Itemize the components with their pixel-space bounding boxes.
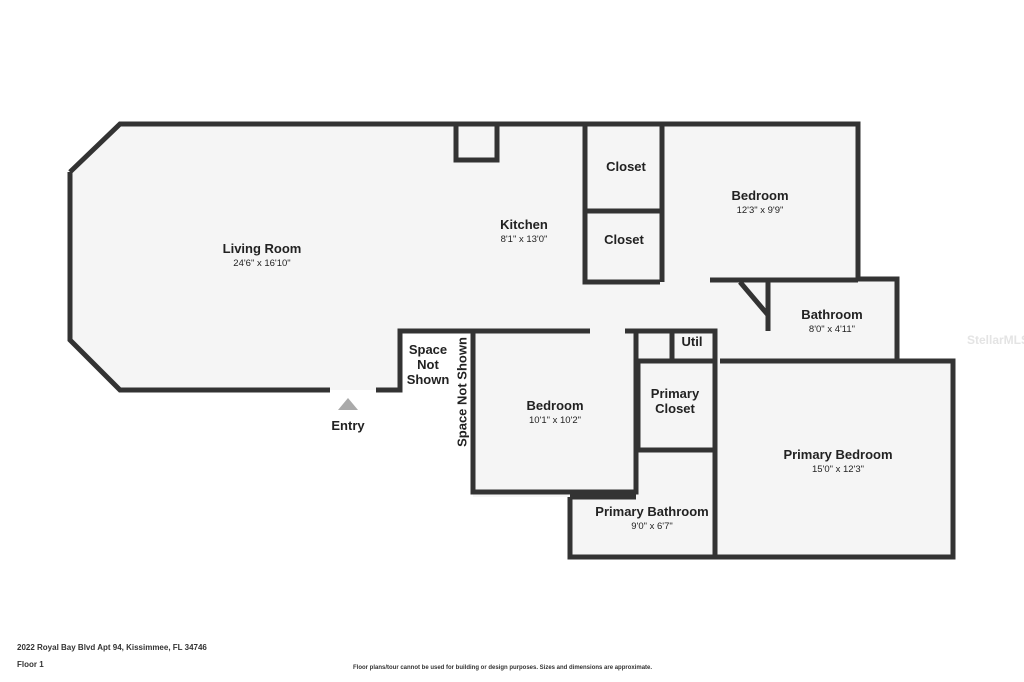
room-util: Util	[681, 334, 703, 349]
disclaimer: Floor plans/tour cannot be used for buil…	[353, 665, 653, 671]
room-space-not-shown: Space Not Shown	[406, 342, 450, 387]
room-closet-2: Closet	[604, 232, 644, 247]
watermark: StellarMLS	[967, 333, 1024, 347]
room-primary-closet: Primary Closet	[650, 386, 700, 416]
entry-label: Entry	[331, 418, 365, 433]
floor-label: Floor 1	[17, 660, 44, 669]
address: 2022 Royal Bay Blvd Apt 94, Kissimmee, F…	[17, 643, 207, 652]
room-space-not-shown-vertical: Space Not Shown	[454, 337, 470, 447]
entry-arrow-icon	[338, 398, 358, 410]
room-closet-1: Closet	[606, 159, 646, 174]
